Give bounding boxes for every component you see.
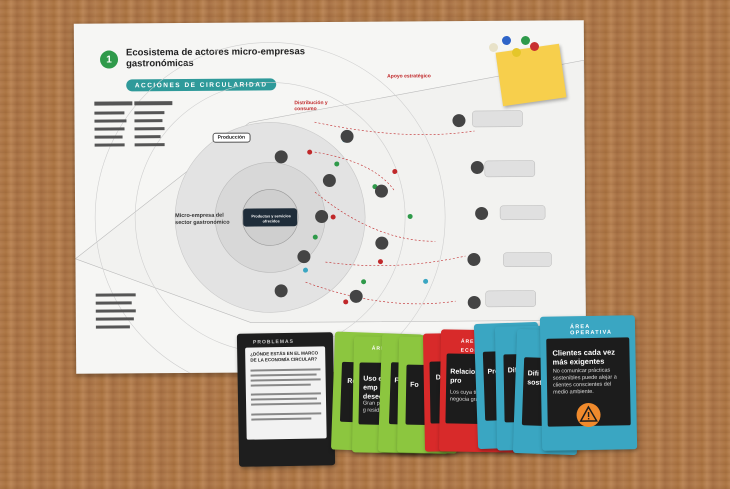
card-problemas-question: ¿DÓNDE ESTÁS EN EL MARCO DE LA ECONOMÍA …	[250, 350, 319, 363]
pin-icon	[502, 36, 511, 45]
actor-node	[452, 114, 466, 128]
actor-node	[475, 206, 489, 220]
card-operativa-body: No comunicar prácticas sostenibles puede…	[552, 367, 617, 396]
ecosystem-poster: 1 Ecosistema de actores micro-empresas g…	[73, 20, 587, 374]
pin-icon	[489, 43, 498, 52]
actor-node	[374, 184, 389, 198]
actor-node	[470, 160, 484, 175]
actor-node	[340, 129, 354, 143]
actor-node	[274, 284, 288, 298]
card-operativa-title: Clientes cada vez más exigentes	[552, 347, 616, 367]
actor-node	[297, 250, 311, 264]
card-operativa: ÁREA OPERATIVA Clientes cada vez más exi…	[539, 315, 638, 451]
sticky-note	[495, 43, 567, 107]
actor-node	[467, 252, 481, 267]
section-distribucion: Distribución y consumo	[294, 100, 328, 113]
pin-icon	[512, 48, 521, 57]
section-produccion: Producción	[212, 132, 251, 143]
card-problemas-panel: ¿DÓNDE ESTÁS EN EL MARCO DE LA ECONOMÍA …	[245, 346, 327, 440]
actor-node	[349, 289, 363, 303]
section-apoyo: Apoyo estratégico	[387, 73, 431, 80]
card-problemas: PROBLEMAS POTENCIALES ¿DÓNDE ESTÁS EN EL…	[236, 332, 336, 467]
pin-icon	[521, 36, 530, 45]
warning-icon	[576, 403, 601, 428]
center-label: Micro-empresa del sector gastronómico	[175, 212, 230, 226]
actor-node	[315, 210, 329, 224]
pin-icon	[530, 42, 539, 51]
actor-node	[322, 173, 336, 188]
actor-node	[467, 295, 481, 310]
card-ambiental-text: Fo	[410, 381, 419, 389]
actor-node	[375, 236, 389, 250]
actor-node	[274, 150, 288, 164]
card-operativa-header: ÁREA OPERATIVA	[569, 323, 613, 337]
core-label: Productos y servicios ofrecidos	[251, 214, 291, 223]
